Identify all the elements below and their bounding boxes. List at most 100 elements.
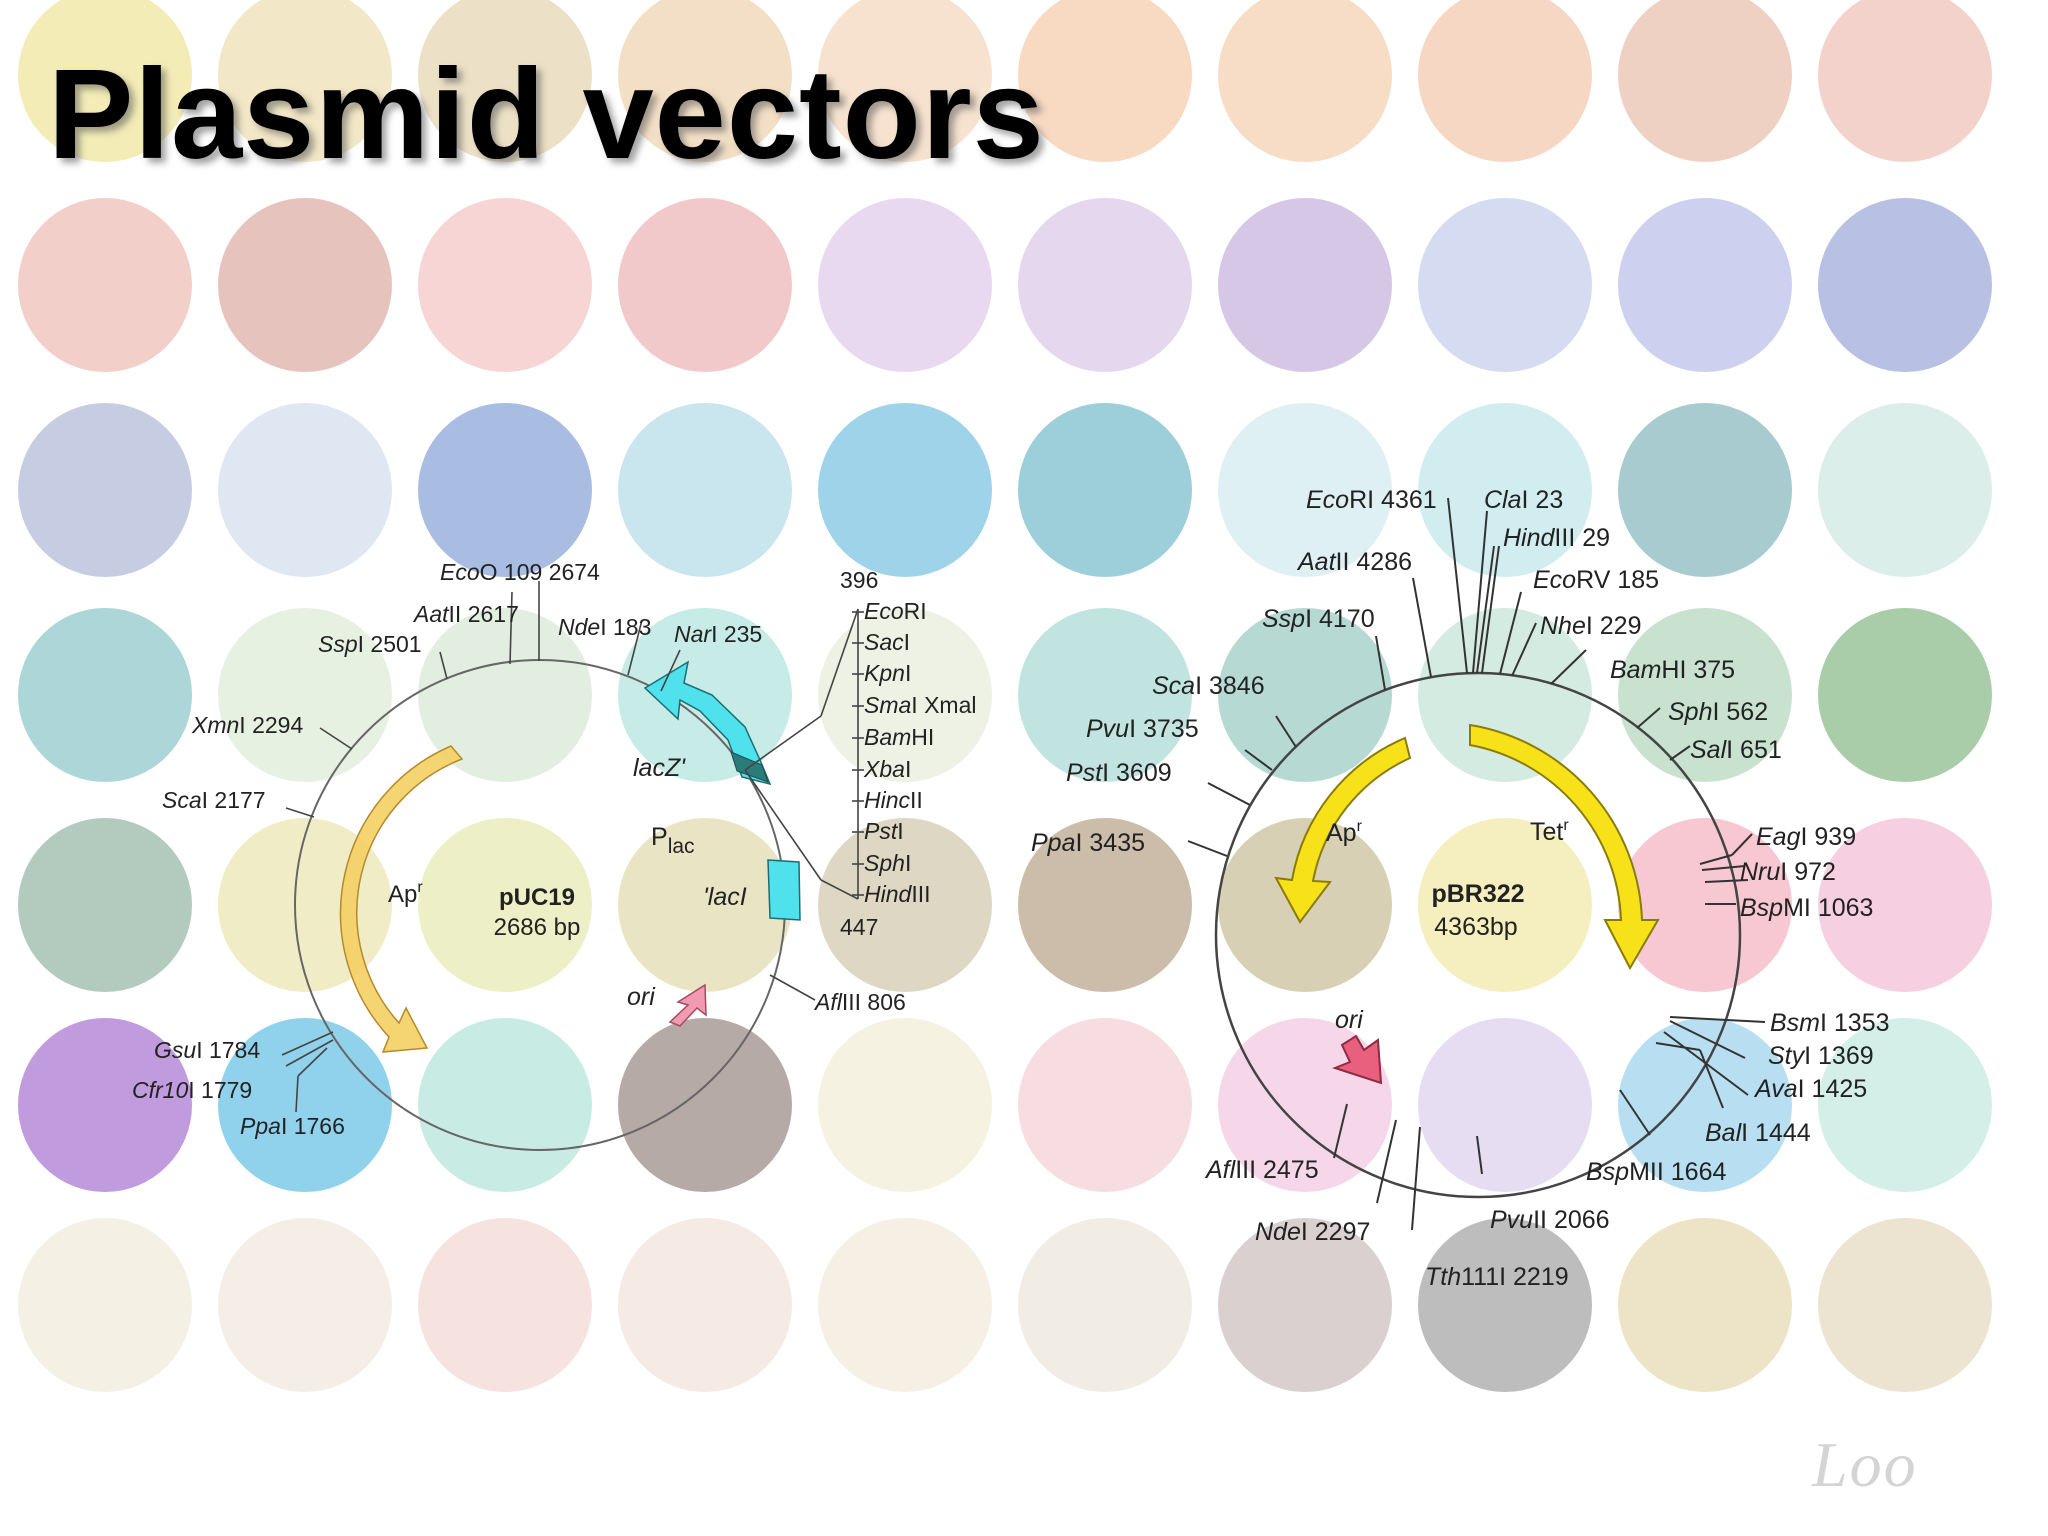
background-dot bbox=[418, 403, 592, 577]
pbr322-site-bsmi: BsmI 1353 bbox=[1770, 1009, 1890, 1037]
background-dot bbox=[818, 818, 992, 992]
pbr322-site-avai: AvaI 1425 bbox=[1753, 1075, 1867, 1103]
puc19-site-ticks bbox=[281, 581, 859, 1113]
puc19-mcs-xbai: XbaI bbox=[863, 756, 911, 782]
puc19-mcs-ecori: EcoRI bbox=[864, 598, 927, 624]
background-dot bbox=[1418, 1018, 1592, 1192]
pbr322-site-scai: ScaI 3846 bbox=[1152, 672, 1265, 700]
puc19-plac-label: Plac bbox=[651, 823, 695, 858]
background-dot bbox=[1418, 1218, 1592, 1392]
pbr322-site-hindiii: HindIII 29 bbox=[1503, 524, 1610, 552]
background-dot bbox=[618, 1218, 792, 1392]
pbr322-map: pBR322 4363bp Apr Tetr ori EcoRI 4361 Cl… bbox=[1031, 486, 1890, 1291]
puc19-mcs-hincii: HincII bbox=[864, 787, 923, 813]
background-dot bbox=[18, 608, 192, 782]
puc19-mcs-smai: SmaI Xmal bbox=[864, 692, 976, 718]
puc19-site-ndei: NdeI 183 bbox=[558, 614, 651, 640]
background-dot bbox=[1218, 1218, 1392, 1392]
background-dot bbox=[418, 1218, 592, 1392]
pbr322-site-drui: NruI 972 bbox=[1740, 858, 1836, 886]
background-dot bbox=[1218, 198, 1392, 372]
background-dot bbox=[1818, 818, 1992, 992]
background-dot bbox=[1218, 0, 1392, 162]
background-dot bbox=[1618, 1018, 1792, 1192]
puc19-site-ppai: PpaI 1766 bbox=[240, 1113, 345, 1139]
pbr322-ap-label: Apr bbox=[1326, 818, 1363, 847]
background-dot bbox=[18, 403, 192, 577]
puc19-mcs-saci: SacI bbox=[864, 629, 910, 655]
background-dot bbox=[1218, 608, 1392, 782]
pbr322-tet-label: Tetr bbox=[1530, 817, 1569, 846]
background-dot bbox=[18, 198, 192, 372]
pbr322-site-bali: BalI 1444 bbox=[1705, 1119, 1811, 1147]
puc19-size: 2686 bp bbox=[494, 914, 581, 941]
puc19-site-sspi: SspI 2501 bbox=[318, 631, 422, 657]
background-dot bbox=[1018, 198, 1192, 372]
background-dot bbox=[418, 608, 592, 782]
puc19-site-gsui: GsuI 1784 bbox=[154, 1037, 260, 1063]
background-dot bbox=[1618, 0, 1792, 162]
puc19-ap-arrow bbox=[339, 745, 464, 1053]
pbr322-site-ppai: PpaI 3435 bbox=[1031, 829, 1145, 857]
background-dot bbox=[218, 608, 392, 782]
puc19-mcs-start: 396 bbox=[840, 567, 878, 593]
puc19-ori-arrow bbox=[668, 983, 707, 1027]
background-dot bbox=[1018, 403, 1192, 577]
background-dot bbox=[618, 1018, 792, 1192]
slide-title: Plasmid vectors bbox=[48, 43, 1045, 186]
puc19-laci-label: 'lacI bbox=[703, 883, 747, 911]
pbr322-name: pBR322 bbox=[1431, 880, 1524, 908]
background-dot bbox=[1618, 198, 1792, 372]
pbr322-site-tth111i: Tth111I 2219 bbox=[1425, 1263, 1569, 1291]
background-dot bbox=[1618, 1218, 1792, 1392]
puc19-mcs-kpni: KpnI bbox=[864, 660, 911, 686]
background-dot bbox=[818, 1018, 992, 1192]
background-dot bbox=[1818, 0, 1992, 162]
pbr322-site-clai: ClaI 23 bbox=[1484, 486, 1563, 514]
pbr322-site-styi: StyI 1369 bbox=[1768, 1042, 1874, 1070]
background-dot bbox=[818, 403, 992, 577]
background-dot bbox=[1818, 1018, 1992, 1192]
pbr322-ori-label: ori bbox=[1335, 1006, 1364, 1034]
background-dot bbox=[1018, 0, 1192, 162]
background-dot bbox=[218, 0, 392, 162]
background-dot bbox=[1418, 608, 1592, 782]
background-dot bbox=[1218, 1018, 1392, 1192]
pbr322-tet-arrow bbox=[1469, 723, 1660, 971]
background-dot bbox=[1818, 403, 1992, 577]
background-dot bbox=[18, 0, 192, 162]
pbr322-site-pvuii: PvuII 2066 bbox=[1490, 1206, 1610, 1234]
background-dot bbox=[218, 403, 392, 577]
background-dot bbox=[218, 198, 392, 372]
pbr322-ap-arrow bbox=[1274, 736, 1412, 924]
background-dot bbox=[18, 1018, 192, 1192]
puc19-site-aatii: AatII 2617 bbox=[412, 601, 519, 627]
background-dot bbox=[1618, 608, 1792, 782]
background-dot bbox=[1418, 198, 1592, 372]
background-dot bbox=[418, 198, 592, 372]
pbr322-site-bspmi: BspMI 1063 bbox=[1740, 894, 1873, 922]
background-dot bbox=[618, 0, 792, 162]
background-dot bbox=[818, 1218, 992, 1392]
puc19-map: pUC19 2686 bp Apr lacZ' Plac 'lacI ori E… bbox=[132, 559, 976, 1151]
background-dot bbox=[618, 818, 792, 992]
pbr322-site-ecori: EcoRI 4361 bbox=[1306, 486, 1437, 514]
puc19-mcs-end: 447 bbox=[840, 914, 878, 940]
pbr322-site-aflIII: AflIII 2475 bbox=[1204, 1156, 1319, 1184]
puc19-laci-box bbox=[767, 859, 801, 921]
puc19-lacz-label: lacZ' bbox=[633, 754, 686, 782]
pbr322-site-nhei: NheI 229 bbox=[1540, 612, 1642, 640]
background-dot bbox=[618, 403, 792, 577]
pbr322-site-ndei: NdeI 2297 bbox=[1255, 1218, 1370, 1246]
puc19-site-scai: ScaI 2177 bbox=[162, 787, 266, 813]
pbr322-site-psti: PstI 3609 bbox=[1066, 759, 1172, 787]
background-dot bbox=[1618, 403, 1792, 577]
background-dot bbox=[818, 198, 992, 372]
puc19-name: pUC19 bbox=[499, 884, 575, 911]
background-dot bbox=[1418, 403, 1592, 577]
background-dot bbox=[1418, 0, 1592, 162]
pbr322-site-sphi: SphI 562 bbox=[1668, 698, 1768, 726]
background-dot bbox=[618, 198, 792, 372]
pbr322-site-sspi: SspI 4170 bbox=[1262, 605, 1375, 633]
